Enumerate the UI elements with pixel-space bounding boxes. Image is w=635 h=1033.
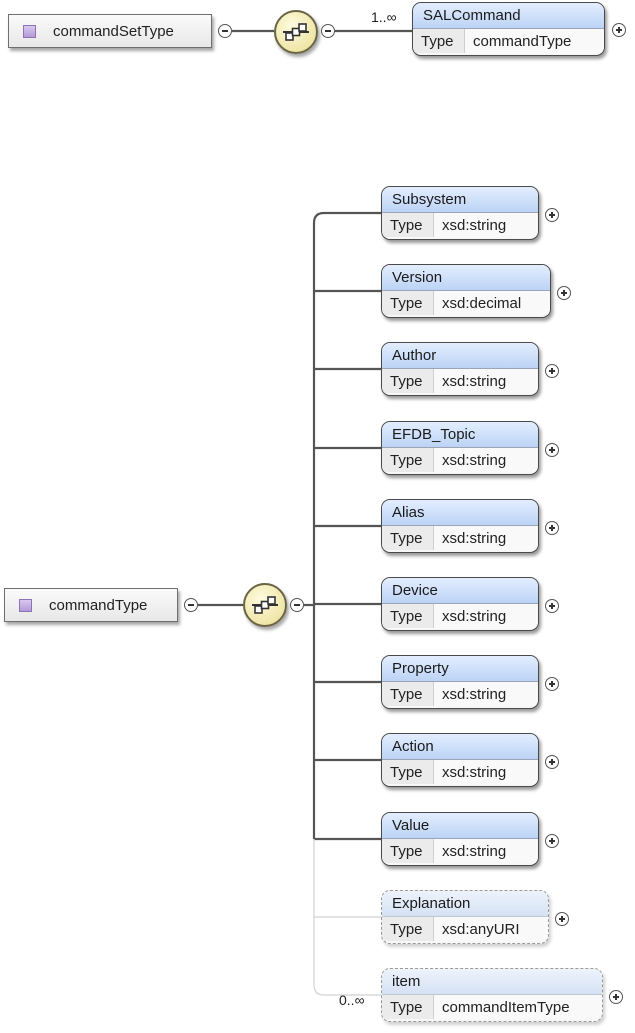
- collapse-toggle-icon[interactable]: [218, 24, 232, 38]
- collapse-toggle-icon[interactable]: [321, 24, 335, 38]
- collapse-toggle-icon[interactable]: [290, 598, 304, 612]
- expand-toggle-icon[interactable]: [545, 677, 559, 691]
- element-name: Alias: [382, 500, 538, 526]
- type-key: Type: [382, 995, 434, 1019]
- type-value: xsd:string: [434, 448, 538, 472]
- expand-toggle-icon[interactable]: [612, 23, 626, 37]
- cardinality-label: 0..∞: [339, 992, 365, 1008]
- optional-connector-line: [313, 984, 381, 996]
- type-value: xsd:string: [434, 682, 538, 706]
- expand-toggle-icon[interactable]: [557, 286, 571, 300]
- type-value: commandType: [465, 29, 604, 53]
- element-name: Action: [382, 734, 538, 760]
- type-key: Type: [382, 682, 434, 706]
- type-key: Type: [382, 604, 434, 628]
- type-key: Type: [382, 291, 434, 315]
- type-value: commandItemType: [434, 995, 602, 1019]
- complex-type-name: commandSetType: [53, 22, 174, 40]
- type-value: xsd:string: [434, 760, 538, 784]
- expand-toggle-icon[interactable]: [545, 521, 559, 535]
- expand-toggle-icon[interactable]: [545, 208, 559, 222]
- type-key: Type: [382, 839, 434, 863]
- cardinality-label: 1..∞: [371, 9, 397, 25]
- type-value: xsd:decimal: [434, 291, 550, 315]
- type-key: Type: [382, 526, 434, 550]
- type-key: Type: [413, 29, 465, 53]
- element-name: SALCommand: [413, 3, 604, 29]
- type-value: xsd:string: [434, 369, 538, 393]
- sequence-compositor-icon[interactable]: [274, 10, 318, 54]
- element-name: Version: [382, 265, 550, 291]
- connector-line: [312, 211, 381, 224]
- expand-toggle-icon[interactable]: [545, 443, 559, 457]
- element-box-salcommand[interactable]: SALCommand Type commandType: [412, 2, 605, 56]
- expand-toggle-icon[interactable]: [545, 834, 559, 848]
- element-name: Value: [382, 813, 538, 839]
- element-name: Device: [382, 578, 538, 604]
- collapse-toggle-icon[interactable]: [184, 598, 198, 612]
- type-key: Type: [382, 448, 434, 472]
- type-value: xsd:anyURI: [434, 917, 548, 941]
- expand-toggle-icon[interactable]: [609, 990, 623, 1004]
- type-value: xsd:string: [434, 604, 538, 628]
- type-value: xsd:string: [434, 526, 538, 550]
- type-key: Type: [382, 917, 434, 941]
- element-name: item: [382, 969, 602, 995]
- type-value: xsd:string: [434, 213, 538, 237]
- complex-type-box: commandType: [4, 588, 178, 622]
- complex-type-icon: [23, 24, 36, 38]
- type-key: Type: [382, 213, 434, 237]
- sequence-symbol-icon: [252, 596, 278, 614]
- expand-toggle-icon[interactable]: [545, 599, 559, 613]
- expand-toggle-icon[interactable]: [545, 755, 559, 769]
- element-name: Property: [382, 656, 538, 682]
- type-value: xsd:string: [434, 839, 538, 863]
- complex-type-box: commandSetType: [8, 14, 212, 48]
- element-name: Explanation: [382, 891, 548, 917]
- sequence-compositor-icon[interactable]: [243, 583, 287, 627]
- expand-toggle-icon[interactable]: [555, 912, 569, 926]
- type-key: Type: [382, 369, 434, 393]
- complex-type-name: commandType: [49, 596, 148, 614]
- sequence-symbol-icon: [283, 23, 309, 41]
- element-name: EFDB_Topic: [382, 422, 538, 448]
- element-name: Author: [382, 343, 538, 369]
- type-key: Type: [382, 760, 434, 784]
- expand-toggle-icon[interactable]: [545, 364, 559, 378]
- complex-type-icon: [19, 598, 32, 612]
- element-name: Subsystem: [382, 187, 538, 213]
